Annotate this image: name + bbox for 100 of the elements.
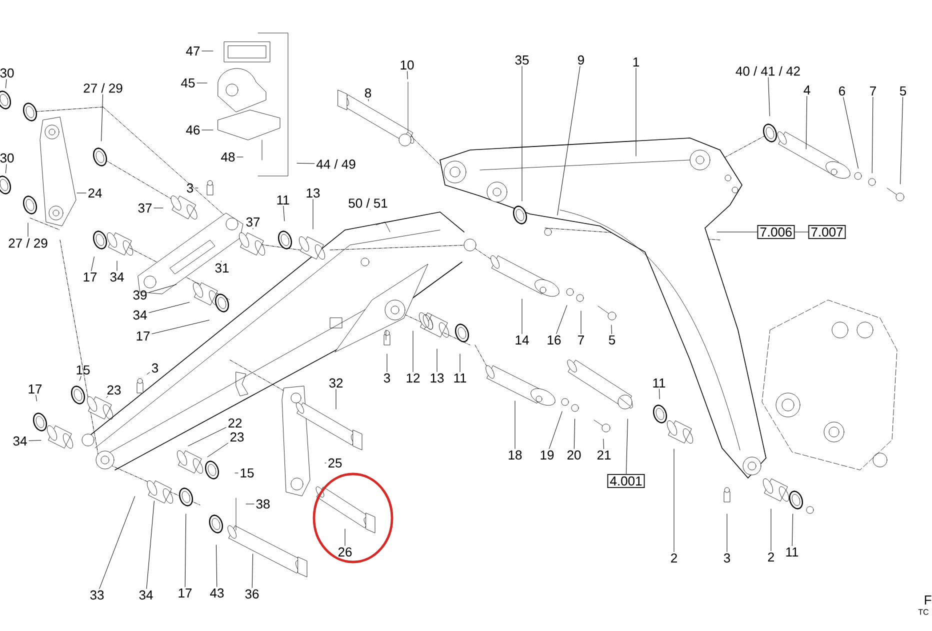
callout-number: 4 [804,86,810,94]
callout-number: 32 [329,378,343,388]
callout-number: 11 [454,374,466,382]
leader-line [726,514,728,552]
callout-number: 40 / 41 / 42 [736,66,800,76]
leader-line [148,284,177,293]
leader-line [146,372,150,375]
callout-number: 15 [76,365,90,375]
leader-line [146,500,154,589]
callout-number: 13 [430,373,444,383]
leader-line [611,324,612,334]
leader-line [368,99,369,102]
callout-number: 21 [597,450,611,460]
callout-number: 22 [228,418,242,428]
callout-number: 34 [13,436,27,446]
callout-number: 9 [578,55,584,65]
leader-line [202,50,214,52]
callout-number: 18 [508,450,522,460]
leader-line [436,348,438,372]
callout-number: 3 [724,553,730,563]
leader-line [872,96,874,174]
leader-line [188,427,226,446]
leader-line [843,97,858,168]
callout-number: 24 [88,188,102,198]
callout-number: 47 [186,46,200,56]
callout-number: 17 [178,588,192,598]
leader-line [252,554,254,588]
leader-line [574,418,576,449]
leader-line [806,96,808,150]
callout-number: 43 [210,588,224,598]
page-reference: F [924,596,932,604]
callout-number: 13 [306,188,320,198]
callout-number: 25 [328,458,342,468]
callout-number: 34 [139,590,153,600]
callout-number: 8 [364,88,372,98]
callout-number: 26 [338,547,352,557]
leader-line [116,260,118,271]
leader-line [557,66,580,216]
callout-number: 11 [277,196,290,204]
leader-line [36,394,37,402]
leader-line [580,310,582,334]
reference-box: 4.001 [607,474,645,488]
callout-number: 3 [152,363,158,373]
leader-line [324,462,326,464]
callout-number: 23 [107,385,121,395]
callout-number: 17 [84,272,97,282]
callout-number: 27 / 29 [8,238,48,248]
leader-line [792,514,794,546]
reference-box: 7.007 [808,224,846,240]
leader-line [548,411,562,449]
leader-line [236,156,244,158]
callout-number: 2 [671,553,677,563]
callout-number: 38 [256,499,270,509]
callout-number: 15 [240,468,254,478]
leader-line [148,302,190,313]
callout-number: 48 [221,152,235,162]
callout-number: 2 [768,552,774,562]
leader-line [91,256,94,272]
leader-line [768,77,770,116]
callout-number: 17 [28,384,42,394]
callout-number: 20 [567,450,581,460]
callout-number: 7 [578,336,584,344]
callout-number: 6 [839,86,846,96]
callout-number: 3 [186,183,194,193]
callout-number: 5 [900,86,906,96]
callout-number: 30 [0,68,14,78]
leader-line [312,199,314,230]
callout-number: 34 [110,272,124,282]
callout-number: 44 / 49 [316,159,356,169]
leader-line [28,440,42,441]
callout-number: 46 [186,125,200,135]
leader-line [556,305,568,334]
leader-line [216,544,218,587]
callout-number: 27 / 29 [84,83,122,93]
callout-number: 12 [406,373,420,383]
callout-number: 11 [653,378,666,388]
leader-line [99,496,136,589]
callout-number: 50 / 51 [348,198,388,208]
leader-line [412,330,414,372]
callout-number: 33 [90,590,104,600]
leader-line [76,192,86,194]
leader-line [900,96,904,184]
callout-number: 35 [515,55,529,65]
leader-line [386,354,388,372]
leader-line [770,508,772,551]
leader-line [5,79,7,88]
leader-line [514,400,516,449]
leader-line [184,514,186,588]
callout-number: 17 [136,332,150,340]
leader-line [79,376,82,381]
leader-line [344,528,346,546]
callout-number: 19 [540,450,554,460]
callout-number: 5 [608,335,616,345]
callout-number: 37 [138,203,152,213]
callout-number: 36 [245,589,259,599]
leader-line [296,162,315,164]
callout-number: 14 [516,336,529,344]
page-reference: TC [918,609,928,615]
callout-number: 39 [133,290,147,300]
callout-number: 10 [400,60,414,70]
